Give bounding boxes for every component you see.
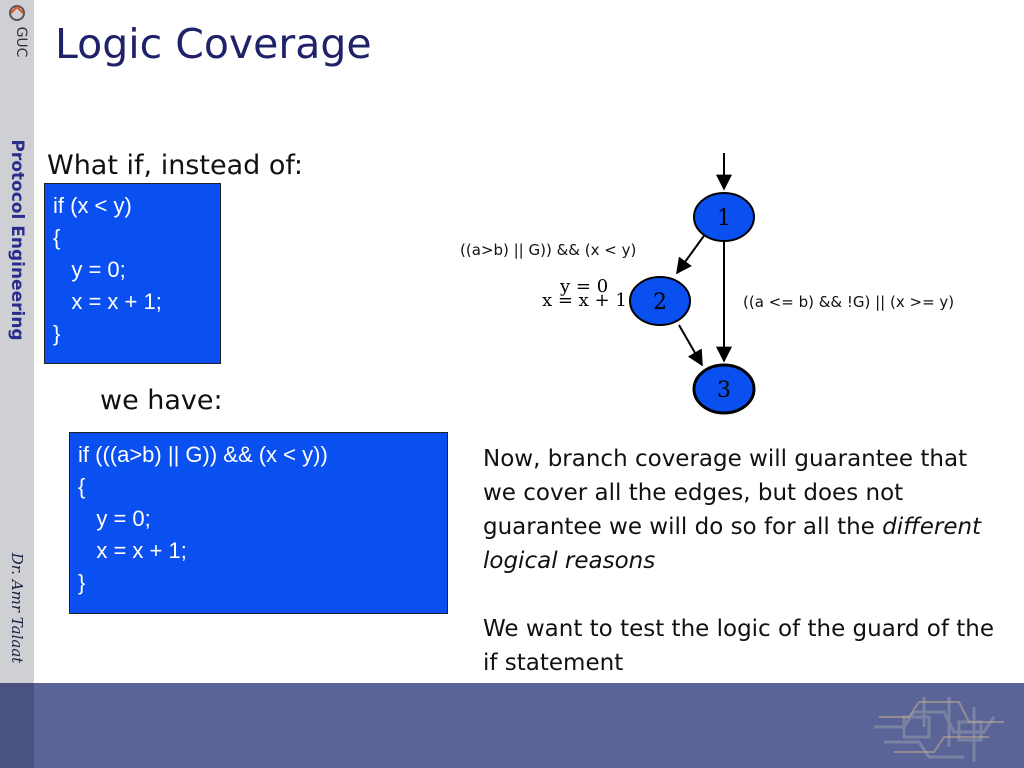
graph-node-3: 3 [692,363,756,415]
code-line: if (((a>b) || G)) && (x < y)) [78,442,328,467]
we-have-text: we have: [100,385,223,416]
guc-logo-text: GUC [13,27,29,58]
explanation-emphasis: different logical reasons [483,514,982,574]
explanation-line-1: Now, branch coverage will guarantee that… [483,446,968,540]
node2-stmt-x: x = x + 1 [542,290,627,311]
paragraph-gap [483,578,1003,612]
code-block-compound: if (((a>b) || G)) && (x < y)) { y = 0; x… [69,432,448,614]
edge-2-3 [678,324,703,367]
code-line: y = 0; [53,257,126,282]
code-block-original: if (x < y) { y = 0; x = x + 1; } [44,183,221,364]
code-line: x = x + 1; [53,289,162,314]
code-line: { [78,474,86,499]
code-line: x = x + 1; [78,538,187,563]
author-name: Dr. Amr Talaat [8,552,26,664]
graph-node-2: 2 [629,276,691,326]
true-branch-label: ((a>b) || G)) && (x < y) [460,241,636,259]
code-line: } [78,570,86,595]
code-line: { [53,225,61,250]
code-line: } [53,321,61,346]
explanation: Now, branch coverage will guarantee that… [483,442,1003,680]
node-label: 3 [717,378,731,403]
slide-title: Logic Coverage [55,20,372,68]
intro-text: What if, instead of: [47,150,303,181]
code-line: y = 0; [78,506,151,531]
node-label: 2 [653,290,667,315]
code-line: if (x < y) [53,193,132,218]
graph-node-1: 1 [693,192,755,242]
guc-logo-icon: GUC [9,5,29,58]
node-label: 1 [717,206,731,231]
footer-left-block [0,683,34,768]
footer-bar [0,683,1024,768]
edge-1-2 [676,232,707,275]
explanation-paragraph-2: We want to test the logic of the guard o… [483,616,995,676]
control-flow-graph: 1 2 3 ((a>b) || G)) && (x < y) ((a <= b)… [460,153,954,415]
node2-stmt-y: y = 0 [559,276,608,297]
explanation-paragraph-1: Now, branch coverage will guarantee that… [483,442,1003,578]
course-name: Protocol Engineering [7,139,27,341]
footer-circuit-icon [874,697,1004,762]
false-branch-label: ((a <= b) && !G) || (x >= y) [743,293,954,311]
sidebar: GUC Protocol Engineering Dr. Amr Talaat [0,0,34,683]
